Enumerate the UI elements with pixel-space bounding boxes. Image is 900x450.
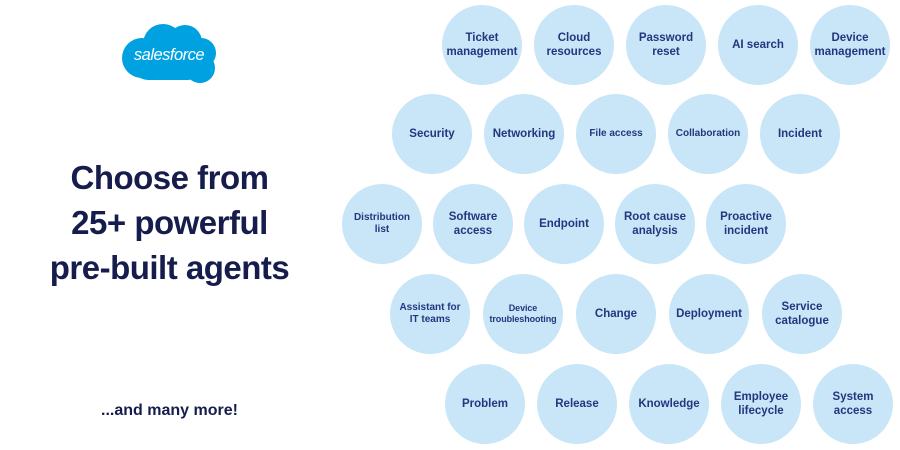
- agent-label: Problem: [461, 397, 508, 410]
- salesforce-cloud-icon: salesforce: [122, 24, 216, 83]
- agent-row: Ticket management Cloud resources Password…: [442, 5, 890, 85]
- agent-circle: Knowledge: [629, 364, 709, 444]
- agent-label: Service catalogue: [775, 300, 829, 327]
- agent-circle: Device management: [810, 5, 890, 85]
- agent-circle: Service catalogue: [762, 274, 842, 354]
- agent-label: Proactive incident: [720, 210, 772, 237]
- agent-circle: Endpoint: [524, 184, 604, 264]
- agent-label: Device management: [814, 31, 886, 58]
- agent-label: Root cause analysis: [624, 210, 686, 237]
- headline-line-2: 25+ powerful: [71, 204, 268, 241]
- agent-label: File access: [589, 127, 643, 139]
- agent-label: System access: [832, 390, 874, 417]
- agent-label: Password reset: [638, 31, 694, 58]
- agent-circle: Device troubleshooting: [483, 274, 563, 354]
- agent-label: AI search: [732, 38, 784, 51]
- agent-row: Security Networking File access Collaborati…: [392, 94, 840, 174]
- agent-label: Collaboration: [675, 127, 741, 139]
- agent-circle: Incident: [760, 94, 840, 174]
- agent-label: Software access: [448, 210, 498, 237]
- agent-row: Assistant for IT teams Device troubleshoo…: [390, 274, 842, 354]
- salesforce-logo: salesforce: [118, 20, 218, 88]
- agent-label: Assistant for IT teams: [399, 301, 461, 326]
- agent-label: Networking: [492, 127, 556, 140]
- agent-circle: Ticket management: [442, 5, 522, 85]
- headline: Choose from 25+ powerful pre-built agent…: [12, 155, 327, 290]
- agent-circle: Release: [537, 364, 617, 444]
- agent-circle: Password reset: [626, 5, 706, 85]
- agent-row: Problem Release Knowledge Employee lifecycl…: [445, 364, 893, 444]
- agent-circle: Cloud resources: [534, 5, 614, 85]
- agent-circle: Change: [576, 274, 656, 354]
- agent-label: Cloud resources: [546, 31, 602, 58]
- agent-circle: Assistant for IT teams: [390, 274, 470, 354]
- headline-line-1: Choose from: [70, 159, 269, 196]
- agent-label: Change: [594, 307, 638, 320]
- agent-label: Release: [555, 397, 599, 410]
- agent-circle: Deployment: [669, 274, 749, 354]
- agent-label: Deployment: [676, 307, 742, 320]
- agent-circle: AI search: [718, 5, 798, 85]
- agent-label: Endpoint: [539, 217, 589, 230]
- agent-circle: Root cause analysis: [615, 184, 695, 264]
- agent-label: Device troubleshooting: [489, 302, 557, 324]
- agent-circle: Security: [392, 94, 472, 174]
- agent-label: Incident: [777, 127, 823, 140]
- agent-circle: Software access: [433, 184, 513, 264]
- agent-circle: Networking: [484, 94, 564, 174]
- agent-label: Ticket management: [446, 31, 518, 58]
- agent-circle: Proactive incident: [706, 184, 786, 264]
- headline-line-3: pre-built agents: [49, 249, 290, 286]
- agent-label: Security: [409, 127, 455, 140]
- agent-row: Distribution list Software access Endpoint…: [342, 184, 786, 264]
- agent-circle: System access: [813, 364, 893, 444]
- agent-circle: Distribution list: [342, 184, 422, 264]
- agent-circle: Collaboration: [668, 94, 748, 174]
- agent-label: Employee lifecycle: [733, 390, 789, 417]
- agent-circle: Employee lifecycle: [721, 364, 801, 444]
- agent-label: Knowledge: [638, 397, 700, 410]
- footnote-text: ...and many more!: [101, 402, 238, 419]
- agent-circle: Problem: [445, 364, 525, 444]
- salesforce-logo-text: salesforce: [134, 46, 205, 64]
- agent-circle: File access: [576, 94, 656, 174]
- agent-label: Distribution list: [353, 211, 411, 236]
